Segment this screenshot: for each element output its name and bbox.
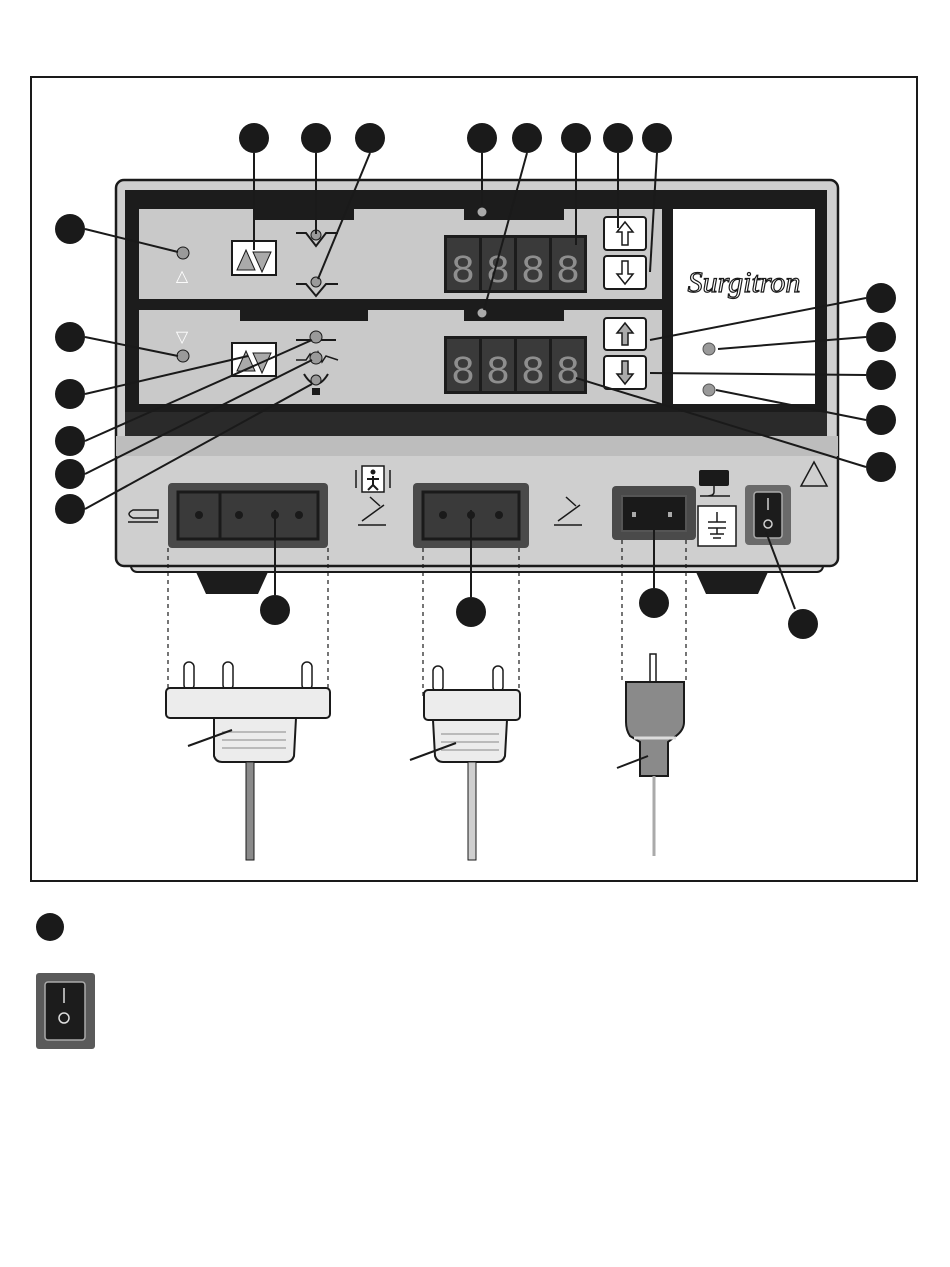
status-led-1 — [703, 343, 715, 355]
callout-marker — [55, 426, 85, 456]
upper-digit-4: 8 — [556, 250, 580, 295]
callout-marker — [467, 123, 497, 153]
callout-marker — [55, 459, 85, 489]
callout-marker — [866, 452, 896, 482]
up-indicator-symbol: △ — [176, 268, 189, 285]
brand-logo: Surgitron — [688, 266, 801, 299]
lower-panel: ▽ 8 8 8 8 — [139, 308, 662, 404]
callout-marker — [788, 609, 818, 639]
callout-marker — [642, 123, 672, 153]
callout-marker — [301, 123, 331, 153]
callout-marker — [55, 494, 85, 524]
callout-marker — [866, 360, 896, 390]
upper-label-bar — [254, 209, 354, 220]
callout-marker — [260, 595, 290, 625]
legend-power-switch — [36, 973, 95, 1049]
callout-marker — [55, 322, 85, 352]
callout-marker — [55, 379, 85, 409]
lower-label-bar — [240, 310, 368, 321]
down-indicator-symbol: ▽ — [176, 329, 189, 346]
upper-indicator-led — [177, 247, 189, 259]
upper-power-icon — [477, 207, 487, 217]
lower-digit-4: 8 — [556, 351, 580, 396]
callout-marker — [512, 123, 542, 153]
lower-digit-1: 8 — [451, 351, 475, 396]
callout-marker — [866, 405, 896, 435]
legend-marker — [36, 913, 64, 941]
lower-power-icon — [477, 308, 487, 318]
callout-marker — [239, 123, 269, 153]
lower-digit-2: 8 — [486, 351, 510, 396]
callout-marker — [866, 283, 896, 313]
callout-marker — [866, 322, 896, 352]
callout-marker — [561, 123, 591, 153]
callout-marker — [355, 123, 385, 153]
status-led-2 — [703, 384, 715, 396]
upper-digit-1: 8 — [451, 250, 475, 295]
lower-digit-3: 8 — [521, 351, 545, 396]
upper-panel: △ 8 8 8 8 — [139, 207, 662, 299]
upper-display: 8 8 8 8 — [444, 235, 587, 295]
left-foot — [196, 572, 268, 594]
callout-marker — [603, 123, 633, 153]
lower-indicator-led — [177, 350, 189, 362]
right-foot — [696, 572, 768, 594]
cable-icon — [699, 470, 729, 486]
callout-marker — [55, 214, 85, 244]
callout-marker — [456, 597, 486, 627]
callout-marker — [639, 588, 669, 618]
upper-digit-3: 8 — [521, 250, 545, 295]
panel-shelf — [125, 412, 827, 436]
lower-display: 8 8 8 8 — [444, 336, 587, 396]
